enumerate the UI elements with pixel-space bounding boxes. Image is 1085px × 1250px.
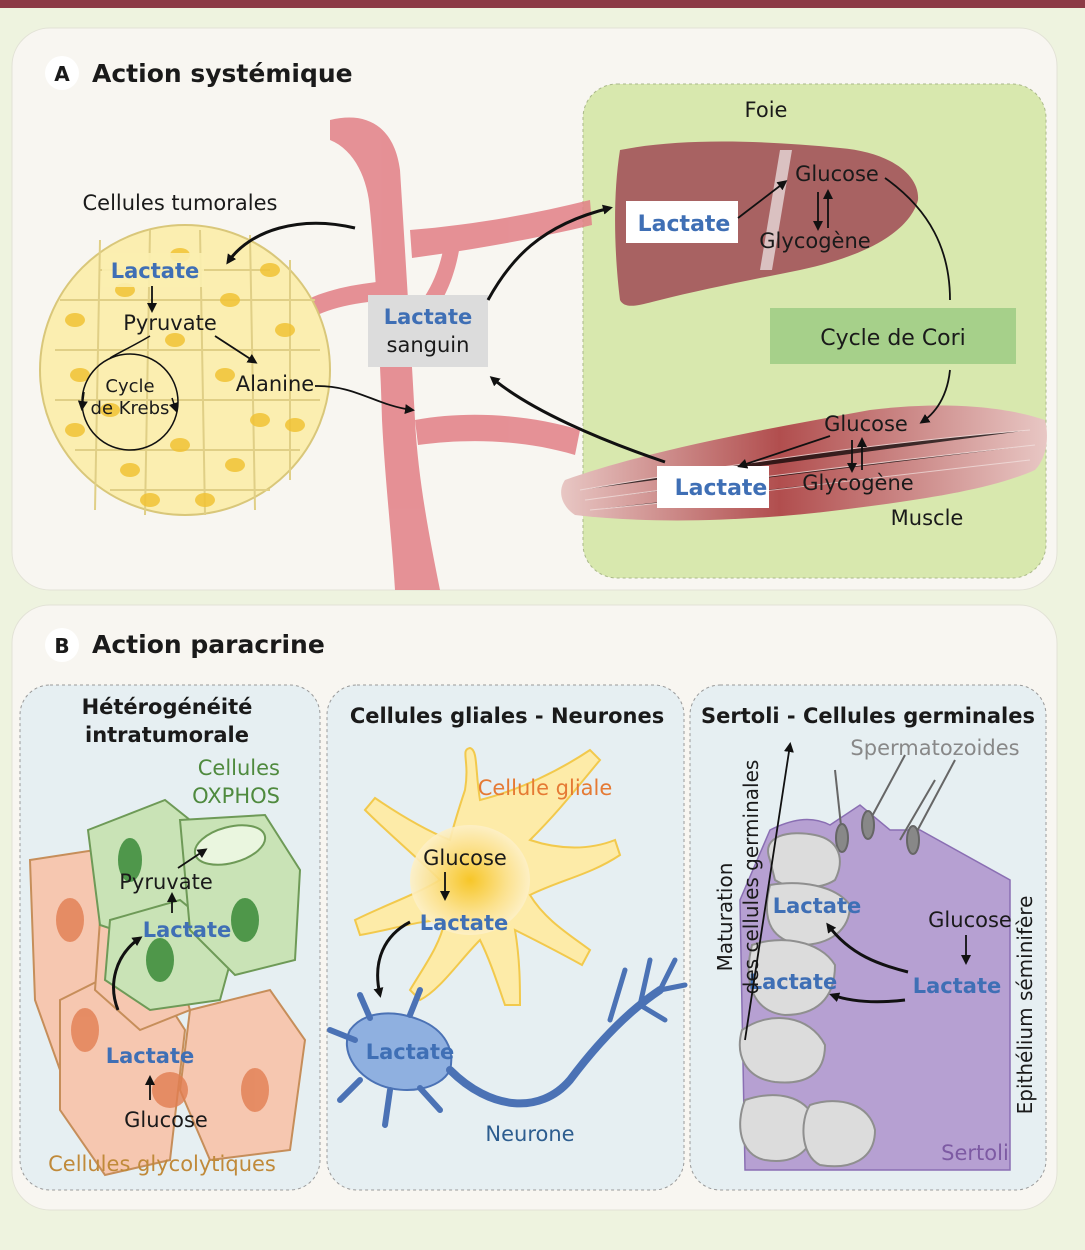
- krebs-line2: de Krebs: [91, 398, 170, 419]
- liver-glycogene: Glycogène: [759, 229, 870, 253]
- tumor-pyruvate: Pyruvate: [123, 311, 217, 335]
- sertoli-label: Sertoli: [941, 1141, 1009, 1165]
- blood-lactate-box: [368, 295, 488, 367]
- sub1-title-line1: Hétérogénéité: [82, 695, 253, 719]
- muscle-lactate: Lactate: [675, 476, 768, 501]
- sub2-arrows: [373, 872, 450, 998]
- oxphos-line2: OXPHOS: [192, 784, 280, 808]
- blood-lactate: Lactate: [384, 305, 473, 329]
- glial-glow: [410, 825, 530, 935]
- sub3-lactate-upper: Lactate: [773, 894, 862, 918]
- krebs-line1: Cycle: [105, 376, 154, 397]
- subpanel-heterogeneity: Hétérogénéité intratumorale Cellules OXP…: [19, 684, 321, 1191]
- glyco-label: Cellules glycolytiques: [48, 1152, 276, 1176]
- spermatozoa: [834, 754, 956, 855]
- sub1-lactate-top: Lactate: [143, 918, 232, 942]
- germ-cells: [738, 832, 877, 1168]
- panel-a-letter-badge: [45, 56, 79, 90]
- liver-lactate-box: [626, 201, 738, 243]
- sub1-pyruvate: Pyruvate: [119, 870, 213, 894]
- tumor-cell-cluster: [39, 224, 331, 516]
- sub2-lactate-neuron: Lactate: [366, 1040, 455, 1064]
- top-bar: [0, 0, 1085, 8]
- sub3-arrows: [826, 922, 971, 1004]
- sub1-lactate-bottom: Lactate: [106, 1044, 195, 1068]
- sub1-title-line2: intratumorale: [85, 723, 249, 747]
- epithelium-label-group: Epithélium séminifère: [1013, 896, 1037, 1115]
- tumor-lactate: Lactate: [111, 259, 200, 283]
- muscle-lactate-box: [657, 466, 769, 508]
- muscle-label: Muscle: [891, 506, 964, 530]
- tumor-label: Cellules tumorales: [83, 191, 278, 215]
- cori-box: [770, 308, 1016, 364]
- tumor-lactate-bg: [102, 253, 204, 287]
- systemic-arrows: [486, 177, 951, 473]
- panel-a: A Action systémique: [11, 27, 1058, 591]
- liver-fissure: [760, 150, 792, 270]
- liver-shape: [615, 141, 919, 306]
- sub2-glucose: Glucose: [423, 846, 507, 870]
- epithelium-label: Epithélium séminifère: [1013, 896, 1037, 1115]
- maturation-label: Maturation des cellules germinales: [713, 760, 763, 995]
- maturation-line1: Maturation: [713, 863, 737, 972]
- maturation-arrow: [744, 742, 794, 1041]
- tumor-alanine: Alanine: [236, 372, 314, 396]
- panel-b-letter-badge: [45, 628, 79, 662]
- sub1-glucose: Glucose: [124, 1108, 208, 1132]
- panel-b-title: Action paracrine: [92, 630, 325, 659]
- muscle-glycogene: Glycogène: [802, 471, 913, 495]
- sub2-lactate-glial: Lactate: [420, 911, 509, 935]
- subpanel-glia-neurons: Cellules gliales - Neurones Cellule glia…: [326, 684, 688, 1191]
- sub3-glucose: Glucose: [928, 908, 1012, 932]
- subpanel-sertoli: Sertoli - Cellules germinales Spermatozo…: [689, 684, 1047, 1191]
- neuron: [327, 957, 688, 1128]
- sub3-lactate-lower: Lactate: [749, 970, 838, 994]
- mitochondrion-icon: [193, 824, 267, 866]
- panel-a-title: Action systémique: [92, 59, 353, 88]
- muscle-glucose: Glucose: [824, 412, 908, 436]
- sub3-lactate-sertoli: Lactate: [913, 974, 1002, 998]
- panel-a-letter: A: [54, 62, 70, 86]
- maturation-line2: des cellules germinales: [739, 760, 763, 995]
- sub2-title: Cellules gliales - Neurones: [350, 704, 664, 728]
- tumor-arrows: [77, 221, 415, 415]
- oxphos-line1: Cellules: [198, 756, 280, 780]
- panel-b: B Action paracrine: [11, 604, 1058, 1211]
- liver-glucose: Glucose: [795, 162, 879, 186]
- neuron-label: Neurone: [485, 1122, 574, 1146]
- blood-sanguin: sanguin: [387, 333, 470, 357]
- sub1-arrows: [112, 848, 208, 1100]
- cori-label: Cycle de Cori: [820, 326, 966, 351]
- liver-lactate: Lactate: [638, 212, 731, 237]
- panel-b-letter: B: [54, 634, 69, 658]
- sub3-title: Sertoli - Cellules germinales: [701, 704, 1035, 728]
- glial-label: Cellule gliale: [478, 776, 613, 800]
- foie-label: Foie: [745, 98, 788, 122]
- spermatozoides-label: Spermatozoides: [850, 736, 1019, 760]
